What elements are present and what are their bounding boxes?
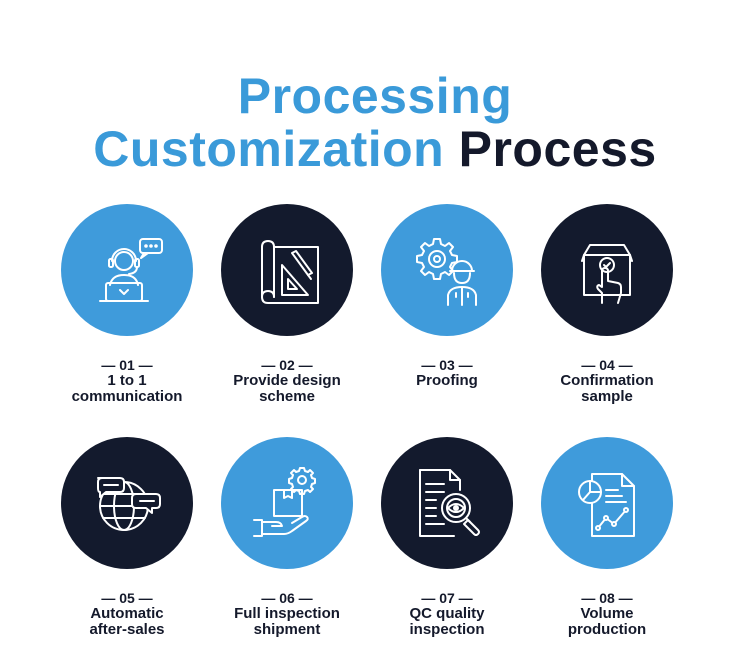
step-2-number: — 02 — bbox=[261, 357, 313, 373]
step-4-label: Confirmation sample bbox=[560, 372, 654, 405]
step-6-number: — 06 — bbox=[261, 590, 313, 606]
step-8-circle bbox=[541, 437, 673, 569]
title-customization: Customization bbox=[93, 121, 445, 177]
step-5-circle bbox=[61, 437, 193, 569]
step-6: — 06 — Full inspection shipment bbox=[207, 437, 367, 638]
step-3-circle bbox=[381, 204, 513, 336]
step-4-circle bbox=[541, 204, 673, 336]
step-1-circle bbox=[61, 204, 193, 336]
step-1: — 01 — 1 to 1 communication bbox=[47, 204, 207, 405]
step-6-circle bbox=[221, 437, 353, 569]
step-1-number: — 01 — bbox=[101, 357, 153, 373]
step-5-label: Automatic after-sales bbox=[89, 605, 165, 638]
step-5: — 05 — Automatic after-sales bbox=[47, 437, 207, 638]
step-7-circle bbox=[381, 437, 513, 569]
title-line-1: Processing bbox=[0, 68, 750, 124]
step-3-number: — 03 — bbox=[421, 357, 473, 373]
step-8-label: Volume production bbox=[567, 605, 647, 638]
step-7: — 07 — QC quality inspection bbox=[367, 437, 527, 638]
step-5-number: — 05 — bbox=[101, 590, 153, 606]
step-3-label: Proofing bbox=[416, 372, 478, 389]
step-8: — 08 — Volume production bbox=[527, 437, 687, 638]
customer-service-icon bbox=[99, 238, 163, 302]
design-blueprint-icon bbox=[261, 240, 319, 304]
step-4-number: — 04 — bbox=[581, 357, 633, 373]
step-2: — 02 — Provide design scheme bbox=[207, 204, 367, 405]
title-line-2: Customization Process bbox=[0, 121, 750, 177]
step-2-label: Provide design scheme bbox=[233, 372, 341, 405]
step-8-number: — 08 — bbox=[581, 590, 633, 606]
box-confirm-hand-icon bbox=[581, 244, 633, 304]
report-chart-icon bbox=[578, 473, 635, 537]
step-4: — 04 — Confirmation sample bbox=[527, 204, 687, 405]
document-magnifier-icon bbox=[419, 469, 480, 537]
globe-chat-icon bbox=[97, 477, 161, 531]
step-2-circle bbox=[221, 204, 353, 336]
step-1-label: 1 to 1 communication bbox=[71, 372, 183, 405]
step-3: — 03 — Proofing bbox=[367, 204, 527, 389]
step-7-label: QC quality inspection bbox=[409, 605, 485, 638]
engineer-gear-icon bbox=[416, 238, 477, 306]
step-7-number: — 07 — bbox=[421, 590, 473, 606]
title-processing: Processing bbox=[237, 68, 513, 124]
title-process: Process bbox=[458, 121, 657, 177]
hand-box-gear-icon bbox=[253, 467, 316, 537]
step-6-label: Full inspection shipment bbox=[234, 605, 340, 638]
